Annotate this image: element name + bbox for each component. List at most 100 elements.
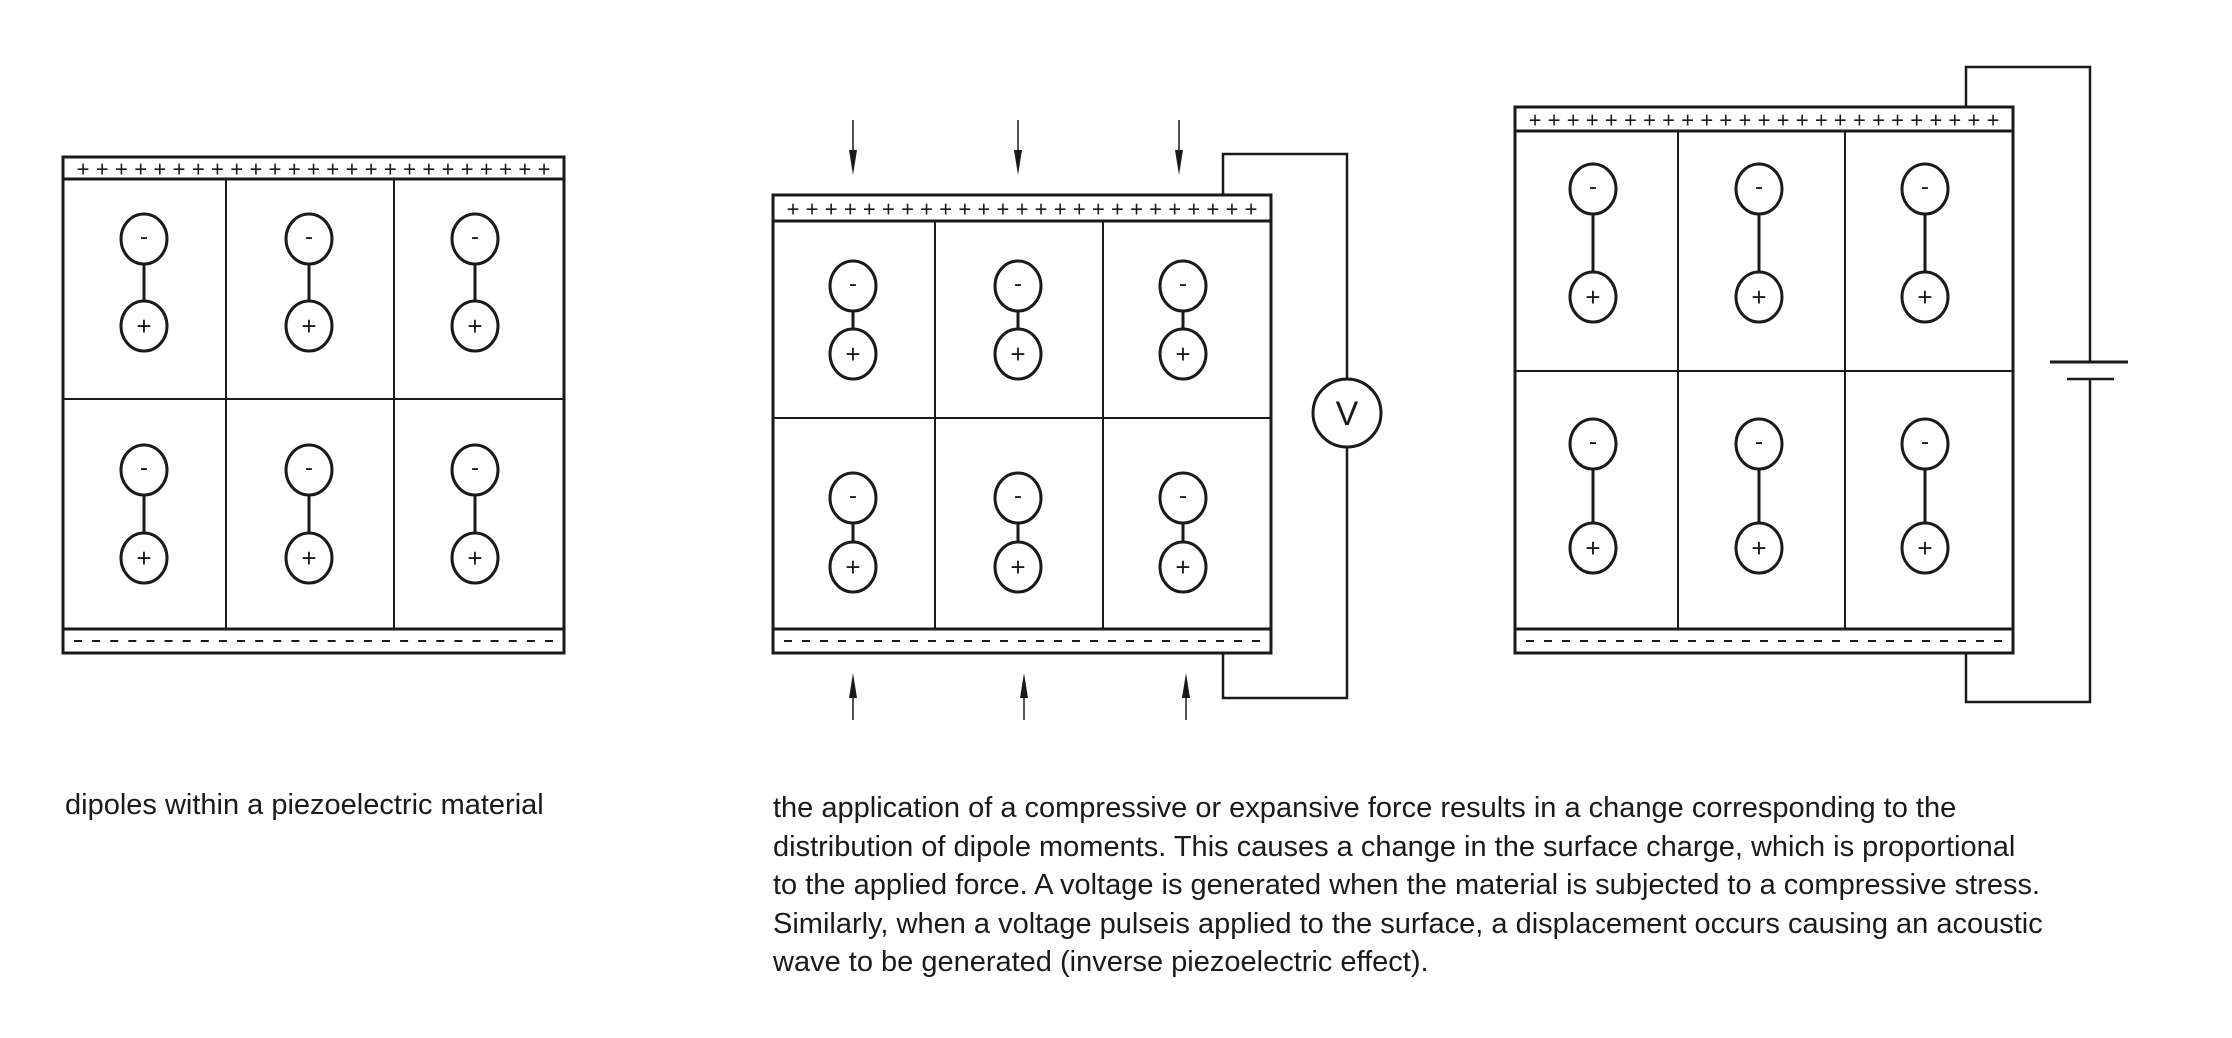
plus-sign: + — [1917, 282, 1932, 312]
positive-charge: + — [825, 197, 838, 222]
dipole: -+ — [1158, 259, 1208, 381]
plus-sign: + — [467, 311, 482, 341]
minus-sign: - — [140, 224, 148, 251]
positive-charge: + — [461, 157, 474, 182]
positive-pole — [1734, 270, 1784, 324]
minus-sign: - — [1589, 429, 1597, 456]
positive-charge: + — [1149, 197, 1162, 222]
positive-charge: + — [1834, 108, 1847, 133]
dipole: -+ — [993, 471, 1043, 594]
positive-charge: + — [288, 157, 301, 182]
positive-charge: + — [1168, 197, 1181, 222]
caption-dipoles: dipoles within a piezoelectric material — [65, 789, 544, 821]
positive-charge: + — [249, 157, 262, 182]
plus-sign: + — [136, 311, 151, 341]
caption-line: Similarly, when a voltage pulseis applie… — [773, 907, 2043, 940]
positive-charge: + — [269, 157, 282, 182]
positive-pole — [284, 531, 334, 585]
positive-charge: + — [1016, 197, 1029, 222]
positive-charge: + — [1948, 108, 1961, 133]
positive-charge: + — [1092, 197, 1105, 222]
positive-pole — [828, 540, 878, 594]
arrow-head — [1020, 673, 1028, 698]
positive-charge: + — [365, 157, 378, 182]
wire — [1964, 65, 2092, 362]
panel-voltage-applied: +++++++++++++++++++++++++-+-+-+-+-+-+ — [1513, 105, 2015, 655]
caption-line: wave to be generated (inverse piezoelect… — [773, 946, 1429, 978]
positive-charge: + — [422, 157, 435, 182]
force-arrow-down — [1014, 120, 1022, 175]
positive-charge: + — [518, 157, 531, 182]
negative-pole — [1734, 162, 1784, 216]
positive-pole — [1568, 521, 1618, 575]
battery-circuit — [1964, 65, 2128, 704]
caption-line: the application of a compressive or expa… — [773, 792, 1957, 824]
positive-charge: + — [1872, 108, 1885, 133]
positive-charge: + — [1035, 197, 1048, 222]
minus-sign: - — [849, 483, 857, 510]
negative-pole — [284, 443, 334, 497]
voltmeter-icon — [1311, 377, 1383, 449]
positive-charge: + — [1605, 108, 1618, 133]
positive-charge: + — [996, 197, 1009, 222]
panel-border — [61, 155, 566, 655]
positive-charge: + — [1206, 197, 1219, 222]
positive-charge: + — [1815, 108, 1828, 133]
minus-sign: - — [471, 455, 479, 482]
minus-sign: - — [140, 455, 148, 482]
force-arrow-up — [1182, 673, 1190, 720]
plus-sign: + — [1175, 339, 1190, 369]
negative-pole — [119, 443, 169, 497]
positive-charge: + — [1643, 108, 1656, 133]
positive-charge: + — [958, 197, 971, 222]
positive-charge: + — [480, 157, 493, 182]
positive-charge: + — [1853, 108, 1866, 133]
minus-sign: - — [1014, 483, 1022, 510]
negative-pole — [828, 471, 878, 525]
panel-compressed: +++++++++++++++++++++++++-+-+-+-+-+-+ — [771, 193, 1273, 655]
negative-pole — [993, 259, 1043, 313]
dipole: -+ — [450, 212, 500, 353]
arrow-head — [1182, 673, 1190, 698]
minus-sign: - — [305, 224, 313, 251]
positive-charge: + — [403, 157, 416, 182]
positive-charge: + — [1681, 108, 1694, 133]
positive-pole — [119, 299, 169, 353]
positive-charge: + — [1548, 108, 1561, 133]
plus-sign: + — [301, 543, 316, 573]
positive-charge: + — [442, 157, 455, 182]
dipole: -+ — [993, 259, 1043, 381]
minus-sign: - — [471, 224, 479, 251]
positive-charge: + — [77, 157, 90, 182]
positive-charge: + — [1245, 197, 1258, 222]
force-arrow-down — [849, 120, 857, 175]
positive-charge: + — [1586, 108, 1599, 133]
positive-charge: + — [1529, 108, 1542, 133]
minus-sign: - — [1179, 271, 1187, 298]
arrow-head — [849, 150, 857, 175]
dipole: -+ — [1900, 417, 1950, 575]
dipole: -+ — [1900, 162, 1950, 324]
positive-charge: + — [499, 157, 512, 182]
positive-charge: + — [307, 157, 320, 182]
positive-charge: + — [1567, 108, 1580, 133]
positive-charge: + — [1929, 108, 1942, 133]
positive-charge: + — [787, 197, 800, 222]
positive-charge: + — [1073, 197, 1086, 222]
positive-charge: + — [230, 157, 243, 182]
negative-pole — [450, 443, 500, 497]
wire — [1221, 447, 1349, 700]
negative-pole — [993, 471, 1043, 525]
dipole: -+ — [1568, 417, 1618, 575]
dipole: -+ — [1734, 417, 1784, 575]
wire — [1221, 152, 1349, 379]
positive-charge: + — [384, 157, 397, 182]
positive-charge: + — [345, 157, 358, 182]
plus-sign: + — [1585, 533, 1600, 563]
positive-charge: + — [1111, 197, 1124, 222]
minus-sign: - — [1589, 174, 1597, 201]
positive-pole — [993, 327, 1043, 381]
positive-charge: + — [1796, 108, 1809, 133]
positive-pole — [284, 299, 334, 353]
